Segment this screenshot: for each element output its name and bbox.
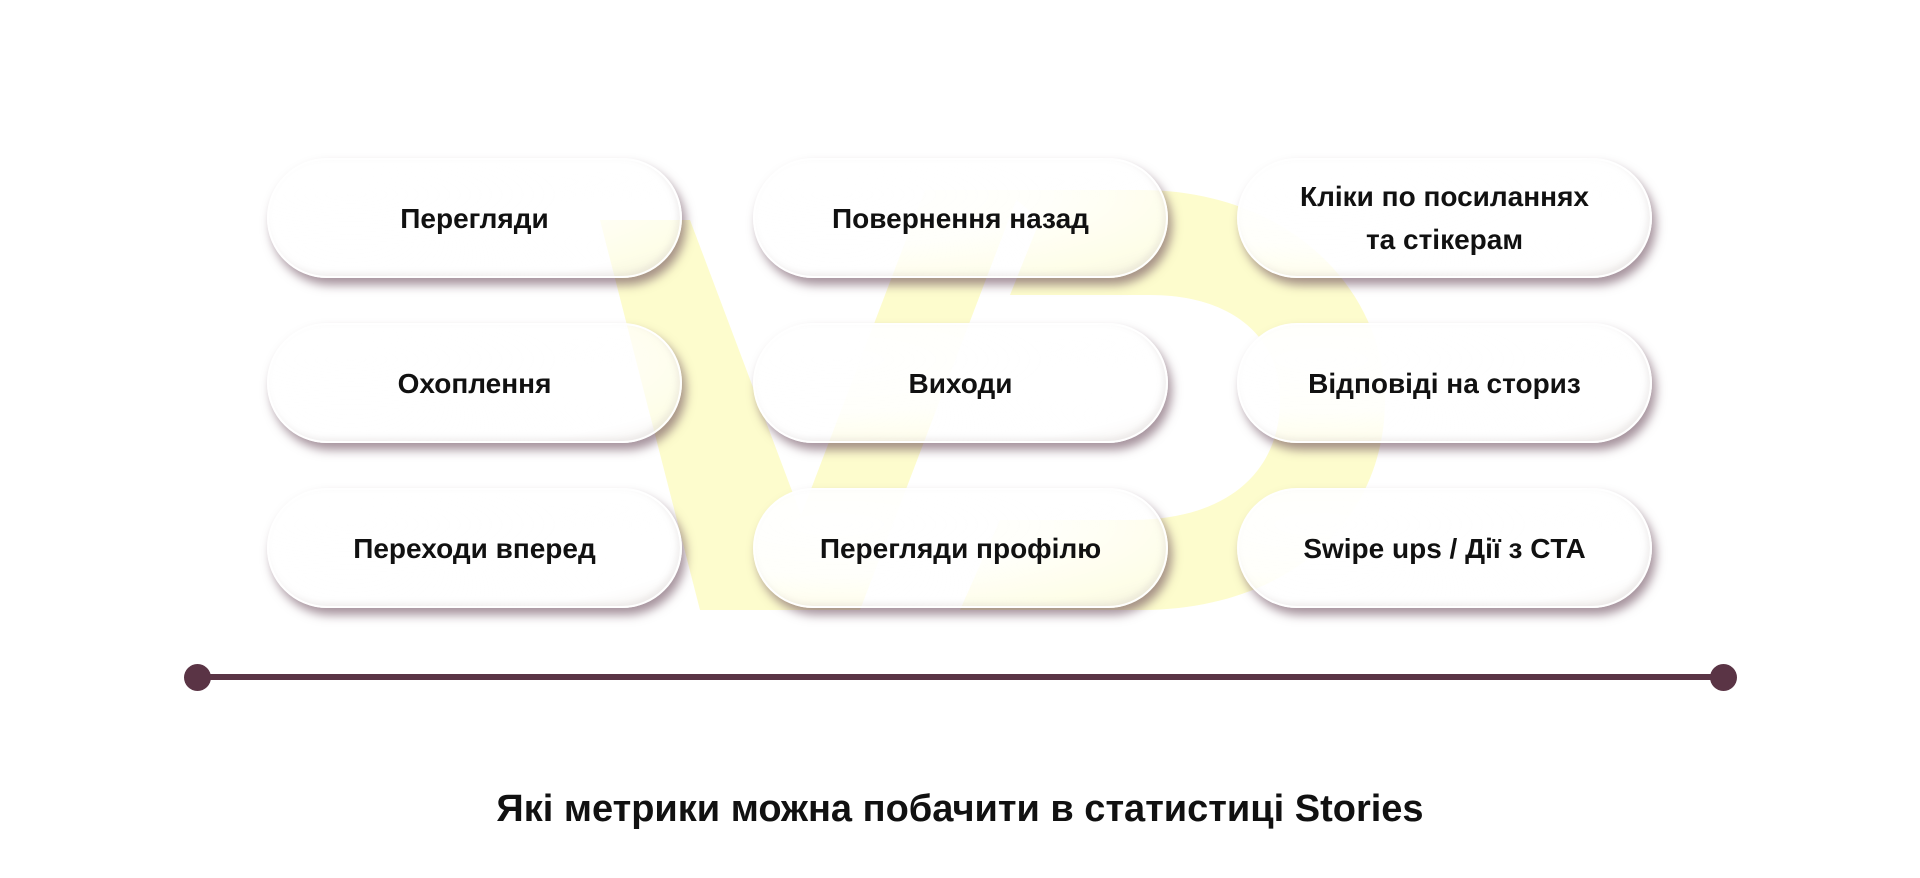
metric-pill-reach: Охоплення [267, 323, 682, 443]
metric-label: Перегляди [400, 202, 549, 234]
metric-label: Swipe ups / Дії з CTA [1303, 532, 1586, 564]
metric-label: Повернення назад [832, 202, 1089, 234]
metrics-grid: Перегляди Повернення назад Кліки по поси… [267, 158, 1652, 608]
metric-label: Кліки по посиланнях та стікерам [1300, 181, 1589, 255]
metric-pill-profile-visits: Перегляди профілю [753, 488, 1168, 608]
metric-pill-back-taps: Повернення назад [753, 158, 1168, 278]
metric-pill-views: Перегляди [267, 158, 682, 278]
metric-pill-replies: Відповіді на сториз [1237, 323, 1652, 443]
metric-pill-forward-taps: Переходи вперед [267, 488, 682, 608]
metric-pill-exits: Виходи [753, 323, 1168, 443]
timeline-divider [197, 674, 1723, 680]
timeline-end-dot [1710, 664, 1737, 691]
diagram-caption: Які метрики можна побачити в статистиці … [496, 788, 1424, 830]
metric-label: Виходи [908, 367, 1013, 399]
metric-label: Охоплення [397, 367, 552, 399]
metric-label: Перегляди профілю [819, 532, 1102, 564]
metric-pill-swipe-ups: Swipe ups / Дії з CTA [1237, 488, 1652, 608]
timeline-start-dot [184, 664, 211, 691]
metric-label: Переходи вперед [353, 532, 596, 564]
metric-pill-link-sticker-clicks: Кліки по посиланнях та стікерам [1237, 158, 1652, 278]
metric-label: Відповіді на сториз [1308, 367, 1581, 399]
